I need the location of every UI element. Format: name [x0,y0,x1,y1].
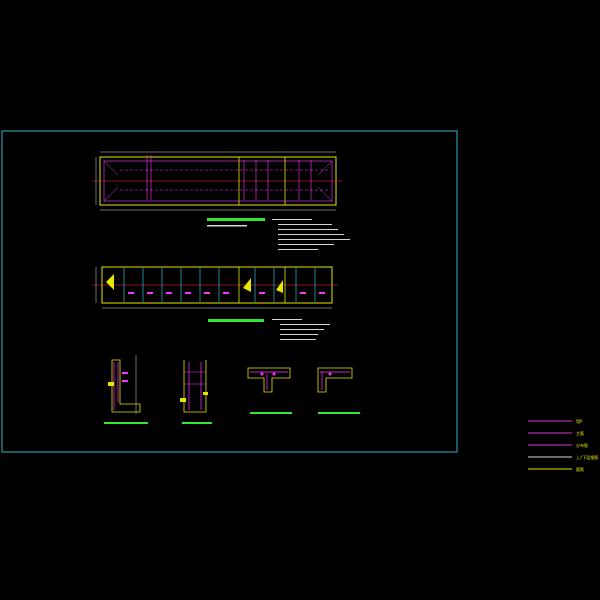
legend-label-2: 主筋 [576,430,584,436]
legend-label-1: 墙P [576,418,583,424]
drawing-frame [1,130,458,453]
plan-top-notes [272,219,350,250]
plan-top-caption-sub [207,225,247,227]
section-detail-4 [317,367,360,414]
section-detail-3 [247,367,292,414]
section-detail-2 [180,360,212,424]
legend-label-3: 分布筋 [576,442,588,448]
plan-top-rebar-marks [120,155,330,200]
plan-top-dimensions [95,151,336,211]
plan-mid-fills [106,274,283,293]
section-2-caption [182,422,212,424]
section-4-caption [318,412,360,414]
plan-view-top [92,151,350,250]
plan-top-caption [207,218,265,221]
plan-mid-dimensions [95,267,332,309]
legend-label-5: 箍筋 [576,466,584,472]
section-3-caption [250,412,292,414]
section-1-caption [104,422,148,424]
plan-mid-cells [123,268,316,302]
section-detail-1 [104,355,148,424]
plan-view-middle [92,266,338,340]
plan-mid-caption [208,319,264,322]
legend: 墙P 主筋 分布筋 上/下层钢筋 箍筋 [528,418,598,472]
plan-mid-rebar-marks [128,292,325,294]
legend-label-4: 上/下层钢筋 [576,454,598,460]
plan-mid-notes [272,319,330,340]
